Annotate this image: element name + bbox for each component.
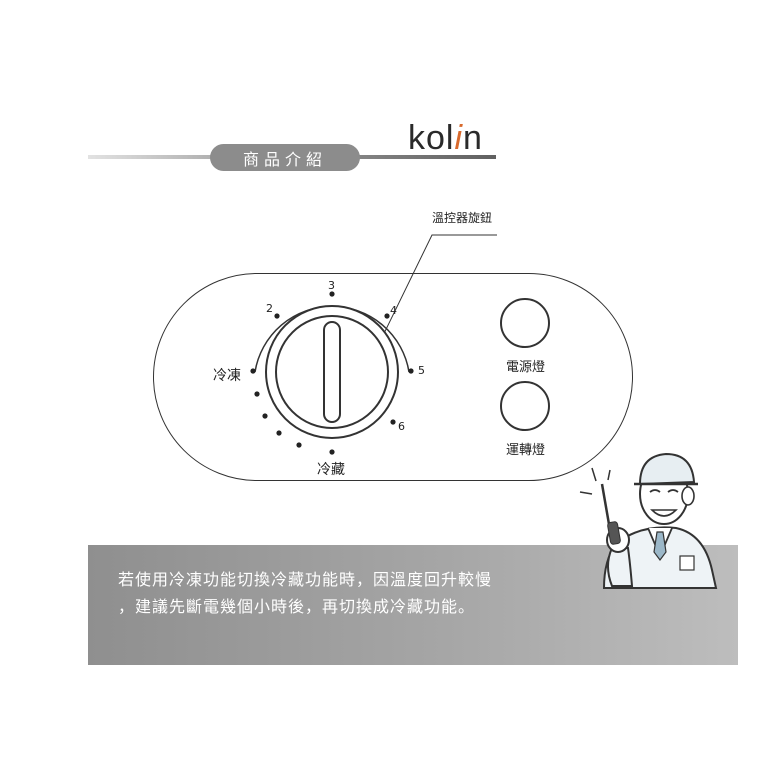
brand-prefix: kol [408, 119, 455, 157]
dial-number-6: 6 [398, 420, 405, 433]
dial-dot [329, 291, 335, 297]
dial-dots [250, 291, 414, 455]
chill-label: 冷藏 [317, 462, 345, 478]
section-title: 商品介紹 [242, 149, 327, 169]
mascot-cap [638, 452, 696, 486]
running-light [500, 381, 550, 431]
dial-number-2: 2 [266, 302, 273, 315]
mascot-pocket [679, 555, 695, 571]
mascot-tie [653, 531, 667, 561]
dial-dot [296, 442, 302, 448]
dial-dot [384, 313, 390, 319]
freeze-label: 冷凍 [213, 368, 241, 384]
mascot-eye [667, 489, 679, 493]
thermostat-knob-label: 溫控器旋鈕 [432, 211, 493, 225]
dial-dot [262, 413, 268, 419]
dial-dot [254, 391, 260, 397]
dial-dot [250, 368, 256, 374]
mascot-arm [607, 547, 634, 587]
dial-number-4: 4 [390, 304, 397, 317]
notice-line-2: ，建議先斷電幾個小時後，再切換成冷藏功能。 [118, 597, 476, 616]
running-light-label: 運轉燈 [506, 443, 546, 458]
dial-dot [274, 313, 280, 319]
notice-line-1: 若使用冷凍功能切換冷藏功能時，因溫度回升較慢 [118, 570, 493, 589]
dial-number-5: 5 [418, 364, 425, 377]
mascot-eye [649, 489, 661, 493]
screwdriver-handle [607, 521, 621, 545]
dial-number-3: 3 [328, 279, 335, 292]
brand-suffix: n [463, 119, 483, 157]
brand-logo: kolin [408, 118, 483, 158]
power-light [500, 298, 550, 348]
dial-dot [329, 449, 335, 455]
sparkle-lines [579, 467, 611, 495]
brand-accent: i [454, 119, 464, 157]
mascot-mouth [650, 509, 678, 517]
dial-dot [276, 430, 282, 436]
mascot-ear [681, 486, 695, 506]
power-light-label: 電源燈 [506, 360, 546, 375]
dial-dot [408, 368, 414, 374]
pointer-line [372, 234, 497, 357]
section-title-pill: 商品介紹 [210, 144, 360, 171]
knob-grip [323, 321, 341, 423]
screwdriver-shaft [600, 483, 612, 531]
dial-dot [390, 419, 396, 425]
